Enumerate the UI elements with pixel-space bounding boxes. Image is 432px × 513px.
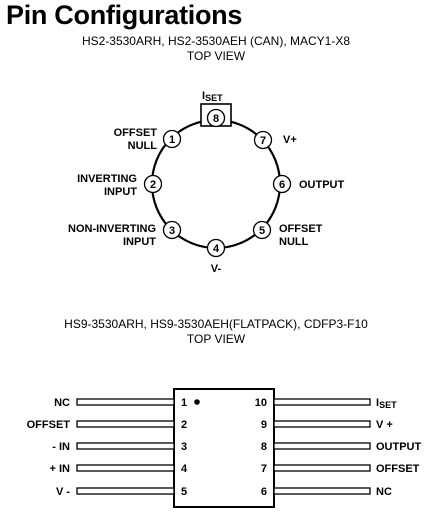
flatpack-package: NC OFFSET - IN + IN V - 1 2 3 4 5 10 9 8…: [27, 388, 422, 508]
can-pin-7-label: V+: [283, 134, 297, 146]
flatpack-left-label: OFFSET: [27, 419, 71, 431]
can-pin-number: 3: [169, 225, 175, 237]
flatpack-lead-left: [76, 442, 175, 450]
flatpack-part-numbers: HS9-3530ARH, HS9-3530AEH(FLATPACK), CDFP…: [64, 317, 368, 331]
flatpack-pin-number: 1: [181, 397, 187, 409]
flatpack-pin-number: 3: [181, 441, 187, 453]
can-pin-number: 8: [213, 113, 219, 125]
flatpack-left-label: V -: [56, 486, 70, 498]
pin1-marker-dot: [194, 399, 200, 405]
flatpack-lead-right: [273, 420, 371, 428]
can-pin-number: 7: [260, 135, 266, 147]
can-pin-6-label: OUTPUT: [299, 179, 345, 191]
can-pin-number: 1: [169, 134, 175, 146]
flatpack-pin-number: 9: [261, 419, 267, 431]
flatpack-lead-left: [76, 398, 175, 406]
flatpack-right-label: V +: [376, 419, 393, 431]
flatpack-pin-number: 7: [261, 463, 267, 475]
flatpack-left-label: - IN: [52, 441, 70, 453]
flatpack-view-label: TOP VIEW: [186, 332, 246, 346]
can-pin-number: 6: [279, 179, 285, 191]
flatpack-left-label: + IN: [50, 463, 71, 475]
can-view-label: TOP VIEW: [186, 49, 246, 63]
flatpack-right-label-iset: ISET: [376, 397, 397, 410]
can-pin-1-label-line1: OFFSET: [114, 127, 158, 139]
flatpack-pin-number: 5: [181, 486, 187, 498]
flatpack-lead-left: [76, 420, 175, 428]
can-pin-3-label-line2: INPUT: [123, 236, 156, 248]
flatpack-lead-right: [273, 487, 371, 495]
can-pin-1: 1: [162, 129, 182, 149]
can-pin-2: 2: [143, 174, 163, 194]
flatpack-right-label: OUTPUT: [376, 441, 422, 453]
can-pin-2-label-line2: INPUT: [104, 186, 137, 198]
flatpack-pin-number: 6: [261, 486, 267, 498]
can-pin-4: 4: [206, 238, 226, 258]
can-pin-3: 3: [162, 220, 182, 240]
can-pin-8: 8: [206, 108, 226, 128]
can-pin-2-label-line1: INVERTING: [77, 173, 137, 185]
can-pin-6: 6: [272, 174, 292, 194]
flatpack-left-label: NC: [54, 397, 70, 409]
flatpack-body-outline: [173, 388, 275, 508]
can-pin-number: 2: [150, 179, 156, 191]
can-pin-5-label-line2: NULL: [279, 236, 309, 248]
can-pin-3-label-line1: NON-INVERTING: [68, 223, 156, 235]
can-part-numbers: HS2-3530ARH, HS2-3530AEH (CAN), MACY1-X8: [81, 34, 351, 48]
flatpack-lead-left: [76, 464, 175, 472]
flatpack-pin-number: 2: [181, 419, 187, 431]
can-pin-4-label: V-: [211, 263, 222, 275]
can-pin-number: 4: [213, 243, 220, 255]
flatpack-pin-number: 4: [181, 463, 188, 475]
can-pin-8-label: ISET: [202, 90, 223, 103]
can-pin-5-label-line1: OFFSET: [279, 223, 323, 235]
flatpack-lead-right: [273, 398, 371, 406]
can-pin-1-label-line2: NULL: [128, 140, 158, 152]
can-pin-5: 5: [252, 220, 272, 240]
can-pin-7: 7: [253, 130, 273, 150]
can-package: 8 7 6 5 4 3 2 1 ISET: [68, 90, 345, 275]
flatpack-lead-left: [76, 487, 175, 495]
flatpack-lead-right: [273, 464, 371, 472]
page-title: Pin Configurations: [6, 0, 243, 30]
flatpack-pin-number: 8: [261, 441, 267, 453]
flatpack-right-label: OFFSET: [376, 463, 420, 475]
flatpack-pin-number: 10: [255, 397, 267, 409]
flatpack-lead-right: [273, 442, 371, 450]
flatpack-right-label: NC: [376, 486, 392, 498]
can-pin-number: 5: [259, 225, 265, 237]
